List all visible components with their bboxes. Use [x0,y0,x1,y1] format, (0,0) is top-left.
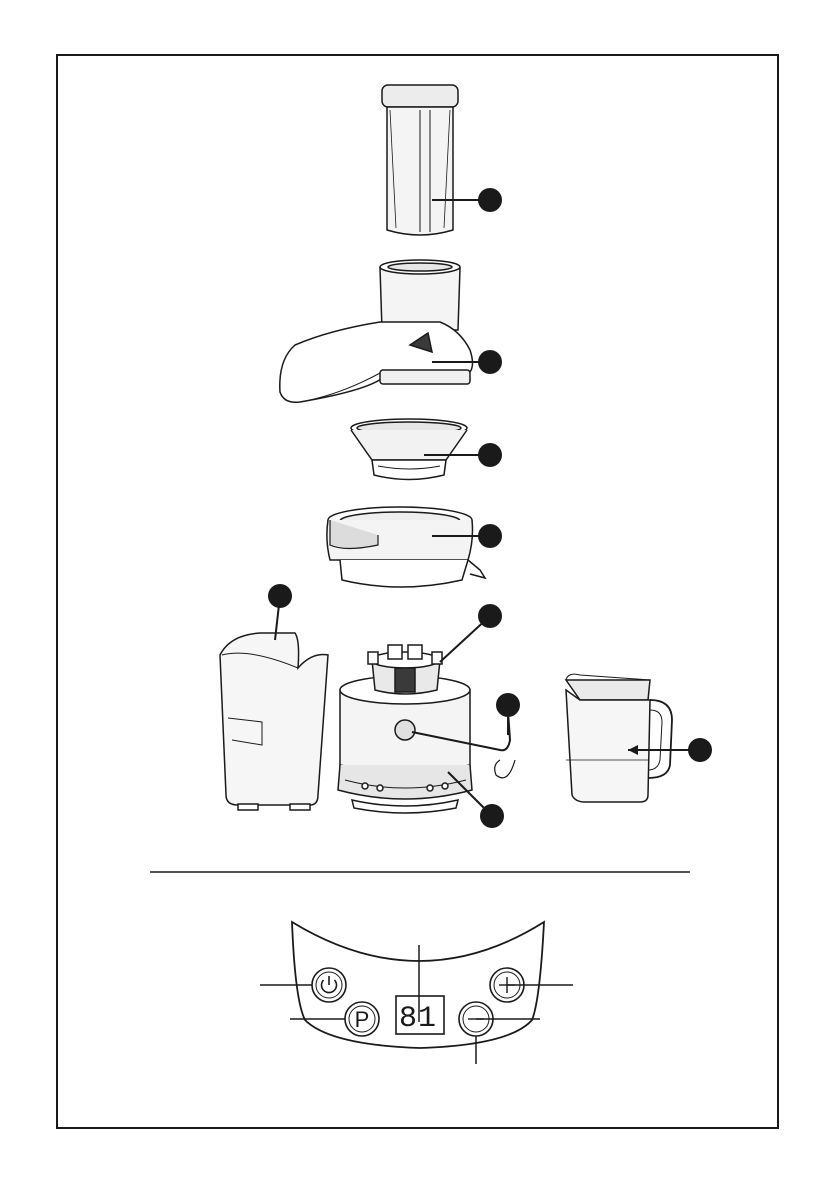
display-digits: 8 [399,1002,417,1036]
program-button[interactable]: P [345,1002,379,1036]
callout-safety-arm [496,693,520,735]
filter-basket [351,419,467,480]
control-panel: P 8 1 [260,922,573,1064]
callout-pulp [268,584,292,640]
led-display: 8 1 [396,996,444,1036]
callout-disc [440,604,502,662]
motor-base [338,676,515,813]
display-indicator: 1 [418,1002,436,1036]
food-pusher [382,85,458,235]
juice-jug [566,674,672,802]
cutting-disc [368,645,442,694]
program-button-label: P [355,1007,370,1032]
lid-feed-chute [280,260,473,402]
power-button[interactable] [312,968,346,1002]
pulp-container [220,633,328,810]
juice-collector [327,507,485,587]
